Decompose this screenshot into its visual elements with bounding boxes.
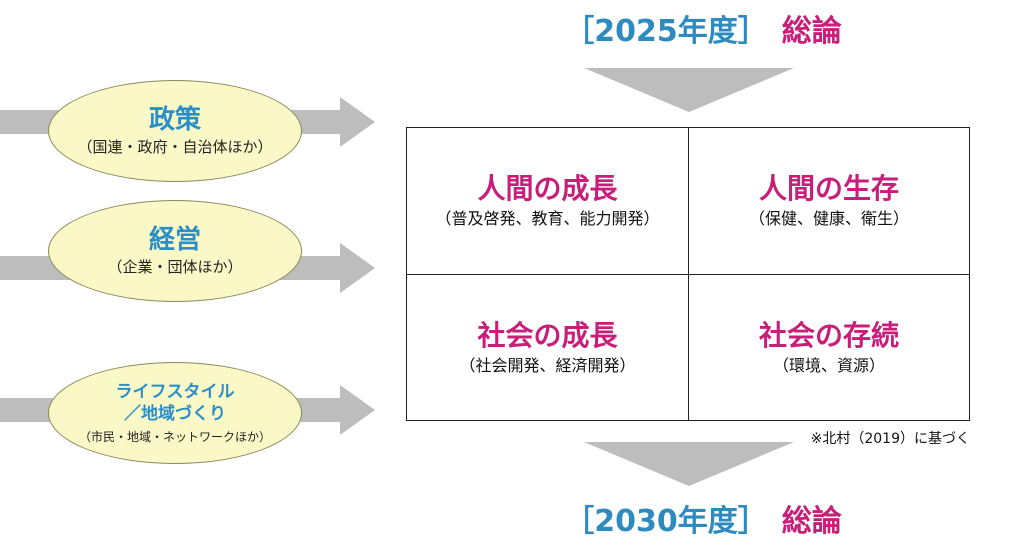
matrix-cell-subtitle: （社会開発、経済開発） xyxy=(459,355,636,375)
bottom-heading: ［2030年度］ 総論 xyxy=(548,496,858,540)
matrix-cell-human-survival: 人間の生存 （保健、健康、衛生） xyxy=(688,128,969,274)
input-management-subtitle: （企業・団体ほか） xyxy=(107,258,243,276)
matrix-cell-subtitle: （普及啓発、教育、能力開発） xyxy=(435,209,660,228)
input-lifestyle-subtitle: （市民・地域・ネットワークほか） xyxy=(78,430,271,444)
input-policy-subtitle: （国連・政府・自治体ほか） xyxy=(77,138,273,156)
input-lifestyle-title-line2: ／地域づくり xyxy=(124,404,226,424)
matrix-cell-title: 人間の成長 xyxy=(477,172,618,205)
input-lifestyle: ライフスタイル ／地域づくり （市民・地域・ネットワークほか） xyxy=(48,362,302,464)
input-policy: 政策 （国連・政府・自治体ほか） xyxy=(48,80,302,182)
matrix-cell-title: 社会の成長 xyxy=(477,318,618,352)
growth-matrix: 人間の成長 （普及啓発、教育、能力開発） 人間の生存 （保健、健康、衛生） 社会… xyxy=(406,127,970,421)
matrix-cell-title: 社会の存続 xyxy=(758,318,899,352)
matrix-cell-subtitle: （保健、健康、衛生） xyxy=(748,209,909,228)
input-policy-title: 政策 xyxy=(148,105,201,135)
matrix-cell-human-growth: 人間の成長 （普及啓発、教育、能力開発） xyxy=(407,128,688,274)
top-heading: ［2025年度］ 総論 xyxy=(548,6,858,50)
matrix-cell-subtitle: （環境、資源） xyxy=(772,355,885,375)
down-arrow-top xyxy=(584,68,794,112)
top-heading-year: ［2025年度］ xyxy=(564,14,768,49)
source-note: ※北村（2019）に基づく xyxy=(810,431,970,447)
bottom-heading-year: ［2030年度］ xyxy=(564,504,768,539)
down-arrow-bottom xyxy=(584,442,794,486)
matrix-cell-title: 人間の生存 xyxy=(758,172,899,205)
top-heading-label: 総論 xyxy=(781,14,842,49)
input-management: 経営 （企業・団体ほか） xyxy=(48,200,302,302)
matrix-cell-social-continuity: 社会の存続 （環境、資源） xyxy=(688,274,969,420)
input-lifestyle-title-line1: ライフスタイル xyxy=(115,382,235,402)
input-management-title: 経営 xyxy=(148,225,201,255)
bottom-heading-label: 総論 xyxy=(781,504,842,539)
matrix-cell-social-growth: 社会の成長 （社会開発、経済開発） xyxy=(407,274,688,420)
